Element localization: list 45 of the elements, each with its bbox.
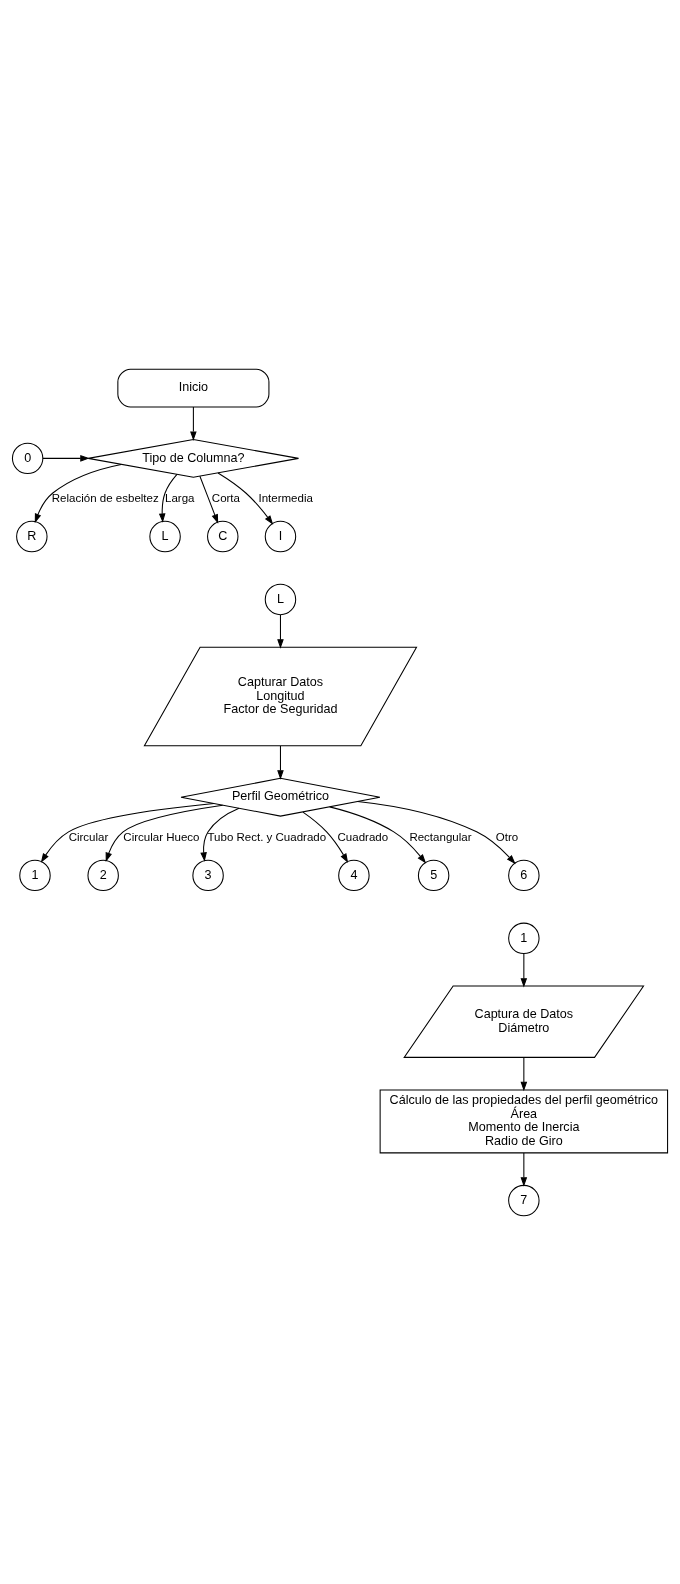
edge-label: Rectangular: [409, 830, 472, 843]
arrow: [277, 613, 284, 649]
node-circle: 1: [19, 859, 51, 891]
edge-label: Corta: [211, 491, 240, 504]
edge-label: Circular Hueco: [123, 830, 200, 843]
edge-label: Circular: [68, 830, 109, 843]
arrow: [357, 800, 516, 864]
arrow: [40, 802, 215, 863]
arrow: [199, 475, 219, 524]
node-circle: 6: [508, 859, 540, 891]
node-circle: L: [149, 520, 181, 552]
arrow: [105, 804, 224, 862]
node-box: Inicio: [117, 368, 270, 407]
node-circle: 3: [192, 859, 224, 891]
arrow: [200, 807, 240, 862]
node-circle: L: [264, 583, 297, 615]
node-circle: C: [207, 520, 239, 552]
arrow: [217, 471, 274, 525]
arrow: [42, 454, 90, 462]
arrow: [190, 406, 197, 441]
edge-label: Otro: [495, 830, 519, 843]
node-circle: R: [16, 520, 48, 552]
arrow: [520, 952, 528, 988]
edge-label: Relación de esbeltez: [51, 491, 159, 504]
edge-label: Tubo Rect. y Cuadrado: [207, 830, 327, 843]
node-circle: 2: [87, 859, 119, 891]
edge-label: Cuadrado: [337, 830, 389, 843]
arrow: [158, 473, 178, 523]
node-box: Cálculo de las propiedades del perfil geométrico Área Momento de Inercia Radio de Giro: [379, 1088, 669, 1153]
edge-label: Larga: [165, 491, 195, 504]
node-circle: 5: [417, 859, 450, 891]
arrow: [34, 463, 122, 523]
node-diamond: Perfil Geométrico: [180, 777, 381, 817]
arrow: [329, 805, 427, 863]
arrow: [277, 744, 284, 780]
node-circle: 0: [11, 442, 44, 474]
node-diamond: Tipo de Columna?: [87, 438, 300, 478]
node-circle: 7: [508, 1184, 540, 1216]
node-circle: 4: [338, 859, 370, 891]
edge-label: Intermedia: [258, 491, 313, 504]
node-circle: I: [264, 520, 297, 552]
arrow: [302, 811, 349, 863]
arrow: [520, 1151, 528, 1187]
arrow: [520, 1056, 528, 1091]
node-circle: 1: [508, 922, 540, 954]
